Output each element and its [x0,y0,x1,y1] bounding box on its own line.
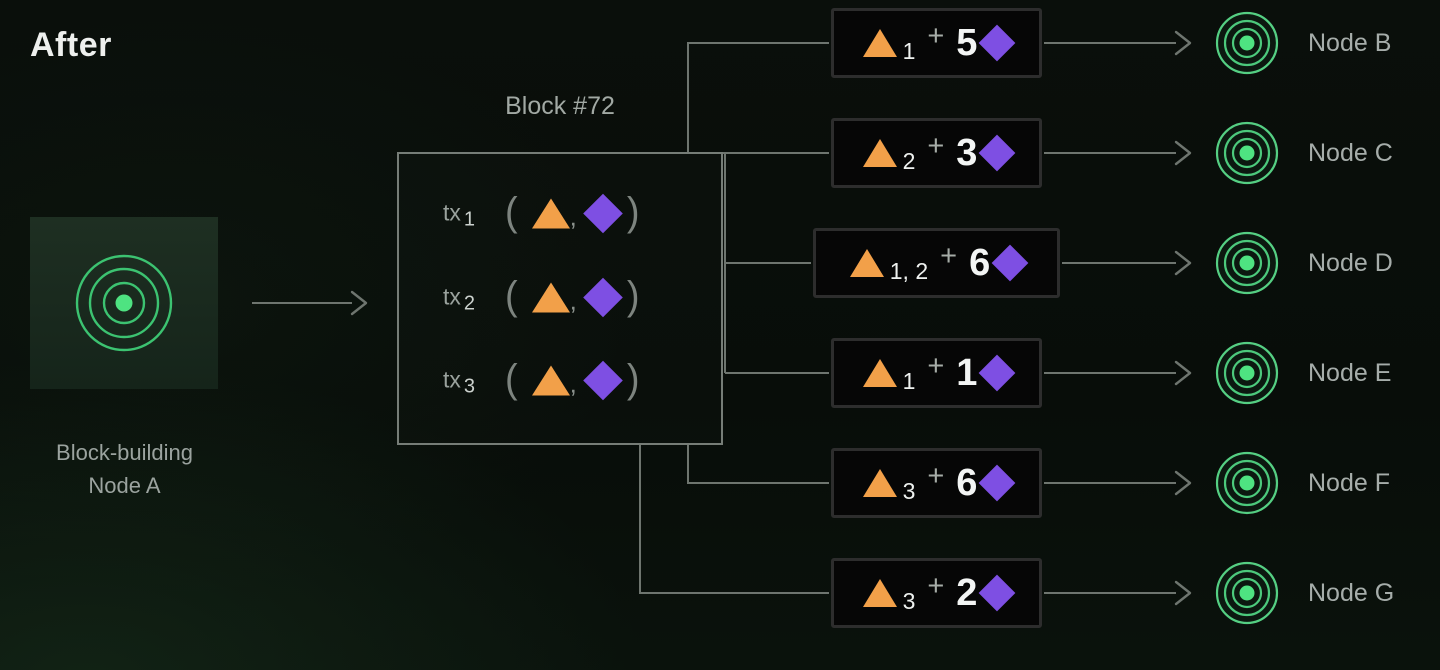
plus-sign: + [927,349,945,382]
source-node-tile [30,217,218,389]
diamond-token-icon [979,134,1016,172]
comma: , [569,201,577,232]
message-box-node-g: 3 + 2 [831,558,1042,628]
triangle-subscript: 1, 2 [889,257,929,284]
message-box-node-b: 1 + 5 [831,8,1042,78]
plus-sign: + [940,239,958,272]
diamond-token-icon [979,574,1016,612]
source-node-label: Block-building Node A [12,436,237,502]
triangle-subscript: 2 [902,147,916,174]
diamond-token-icon [583,193,623,233]
triangle-token-icon [862,469,897,497]
diamond-amount: 3 [956,131,977,174]
node-f-label: Node F [1308,469,1390,497]
plus-sign: + [927,19,945,52]
open-paren: ( [505,190,518,235]
close-paren: ) [626,357,640,402]
message-box-node-c: 2 + 3 [831,118,1042,188]
diamond-amount: 1 [956,351,977,394]
tx-label: tx [443,366,461,393]
close-paren: ) [626,274,640,319]
plus-sign: + [927,129,945,162]
plus-sign: + [927,459,945,492]
triangle-subscript: 1 [902,367,916,394]
diamond-token-icon [583,277,623,317]
diamond-token-icon [583,360,623,400]
diamond-amount: 6 [969,241,990,284]
triangle-token-icon [862,139,897,167]
triangle-subscript: 1 [902,37,916,64]
node-b-label: Node B [1308,29,1392,57]
tx-label: tx [443,283,461,310]
open-paren: ( [505,274,518,319]
diamond-amount: 6 [956,461,977,504]
triangle-token-icon [862,29,897,57]
message-box-node-e: 1 + 1 [831,338,1042,408]
tx-subscript: 2 [463,292,476,315]
block-title: Block #72 [505,92,615,120]
triangle-subscript: 3 [902,477,916,504]
triangle-subscript: 3 [902,587,916,614]
arrowhead-icon [350,290,368,316]
plus-sign: + [927,569,945,602]
radar-node-icon [1215,561,1279,625]
arrowhead-icon [1174,140,1192,166]
arrowhead-icon [1174,580,1192,606]
arrowhead-icon [1174,250,1192,276]
radar-node-icon [1215,451,1279,515]
arrowhead-icon [1174,470,1192,496]
tx-subscript: 3 [463,375,476,398]
comma: , [569,368,577,399]
diamond-token-icon [979,464,1016,502]
triangle-token-icon [849,249,884,277]
diamond-token-icon [979,24,1016,62]
diamond-amount: 5 [956,21,977,64]
radar-node-icon [75,254,173,352]
diamond-token-icon [979,354,1016,392]
open-paren: ( [505,357,518,402]
node-c-label: Node C [1308,139,1393,167]
node-e-label: Node E [1308,359,1392,387]
tx-label: tx [443,199,461,226]
page-title: After [30,26,112,64]
message-box-node-d: 1, 2 + 6 [813,228,1060,298]
triangle-token-icon [862,579,897,607]
radar-node-icon [1215,11,1279,75]
diamond-amount: 2 [956,571,977,614]
source-node-label-line1: Block-building [56,440,193,465]
triangle-token-icon [531,365,570,395]
arrowhead-icon [1174,30,1192,56]
arrowhead-icon [1174,360,1192,386]
message-box-node-f: 3 + 6 [831,448,1042,518]
node-d-label: Node D [1308,249,1393,277]
triangle-token-icon [531,282,570,312]
radar-node-icon [1215,121,1279,185]
receiver-node-icons [1215,11,1279,625]
triangle-token-icon [531,198,570,228]
tx-subscript: 1 [463,208,476,231]
radar-node-icon [1215,341,1279,405]
tx-row-1: tx 1 ( , ) [443,190,640,235]
close-paren: ) [626,190,640,235]
tx-row-2: tx 2 ( , ) [443,274,640,319]
block-box: tx 1 ( , ) tx 2 ( , ) tx 3 ( , ) [397,152,723,445]
diamond-token-icon [991,244,1029,282]
triangle-token-icon [862,359,897,387]
tx-row-3: tx 3 ( , ) [443,357,640,402]
radar-node-icon [1215,231,1279,295]
comma: , [569,285,577,316]
source-node-label-line2: Node A [88,473,161,498]
node-g-label: Node G [1308,579,1395,607]
